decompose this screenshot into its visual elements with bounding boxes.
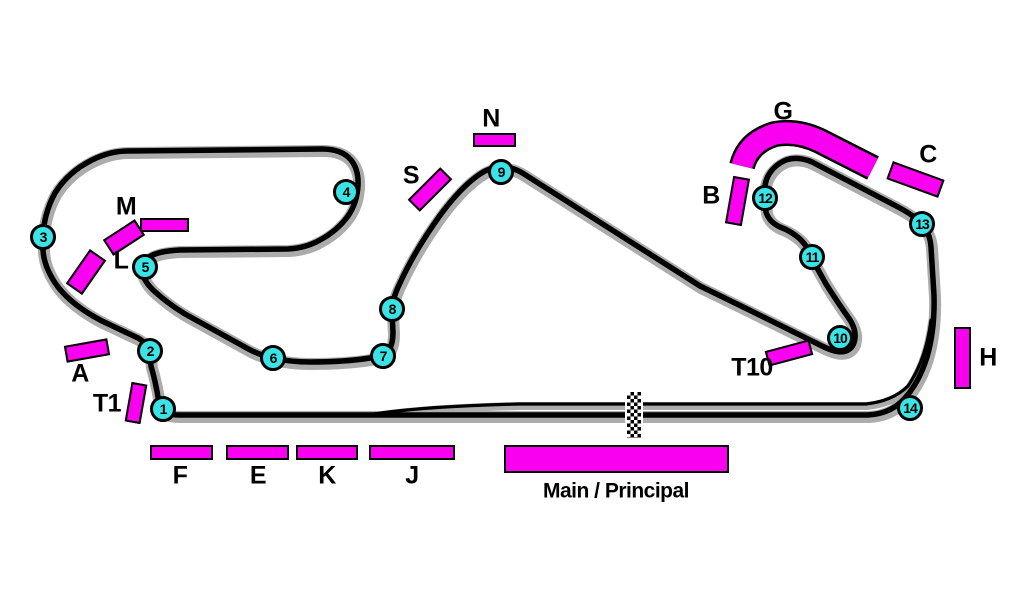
grandstand-block-k — [296, 444, 358, 460]
grandstand-block-j — [369, 444, 455, 460]
grandstand-block-main — [503, 445, 729, 473]
map-label-main-principal: Main / Principal — [542, 479, 690, 503]
turn-marker-7: 7 — [370, 343, 396, 369]
track-casing — [38, 145, 942, 423]
turn-marker-1: 1 — [150, 396, 176, 422]
map-label-n: N — [482, 104, 500, 133]
grandstand-block-h — [953, 327, 971, 389]
turn-marker-11: 11 — [799, 244, 825, 270]
map-label-h: H — [979, 343, 997, 372]
grandstand-block-f — [149, 444, 213, 460]
turn-marker-4: 4 — [333, 179, 359, 205]
map-label-t1: T1 — [92, 389, 122, 418]
map-label-l: L — [113, 246, 129, 275]
turn-marker-3: 3 — [30, 224, 56, 250]
grandstand-block-m2 — [139, 218, 189, 232]
turn-marker-10: 10 — [827, 325, 853, 351]
map-label-a: A — [71, 359, 89, 388]
turn-marker-12: 12 — [752, 185, 778, 211]
map-label-s: S — [402, 161, 420, 190]
turn-marker-2: 2 — [137, 338, 163, 364]
grandstand-g-band — [731, 122, 878, 178]
map-label-g: G — [773, 97, 793, 126]
pit-lane-line — [372, 318, 933, 416]
map-label-m: M — [115, 192, 137, 221]
turn-marker-9: 9 — [488, 159, 514, 185]
track-line — [40, 146, 937, 418]
grandstand-block-n — [472, 133, 516, 147]
turn-marker-13: 13 — [909, 211, 935, 237]
map-label-k: K — [318, 461, 336, 490]
map-label-j: J — [405, 461, 419, 490]
turn-marker-14: 14 — [897, 395, 923, 421]
turn-marker-6: 6 — [260, 345, 286, 371]
map-label-b: B — [702, 181, 720, 210]
turn-marker-8: 8 — [379, 296, 405, 322]
grandstand-block-e — [225, 444, 289, 460]
map-label-c: C — [919, 140, 937, 169]
start-finish-line — [627, 392, 641, 438]
map-label-f: F — [172, 461, 188, 490]
pit-lane-casing — [371, 318, 936, 420]
map-label-t10: T10 — [731, 353, 773, 382]
turn-marker-5: 5 — [132, 254, 158, 280]
map-label-e: E — [249, 461, 267, 490]
